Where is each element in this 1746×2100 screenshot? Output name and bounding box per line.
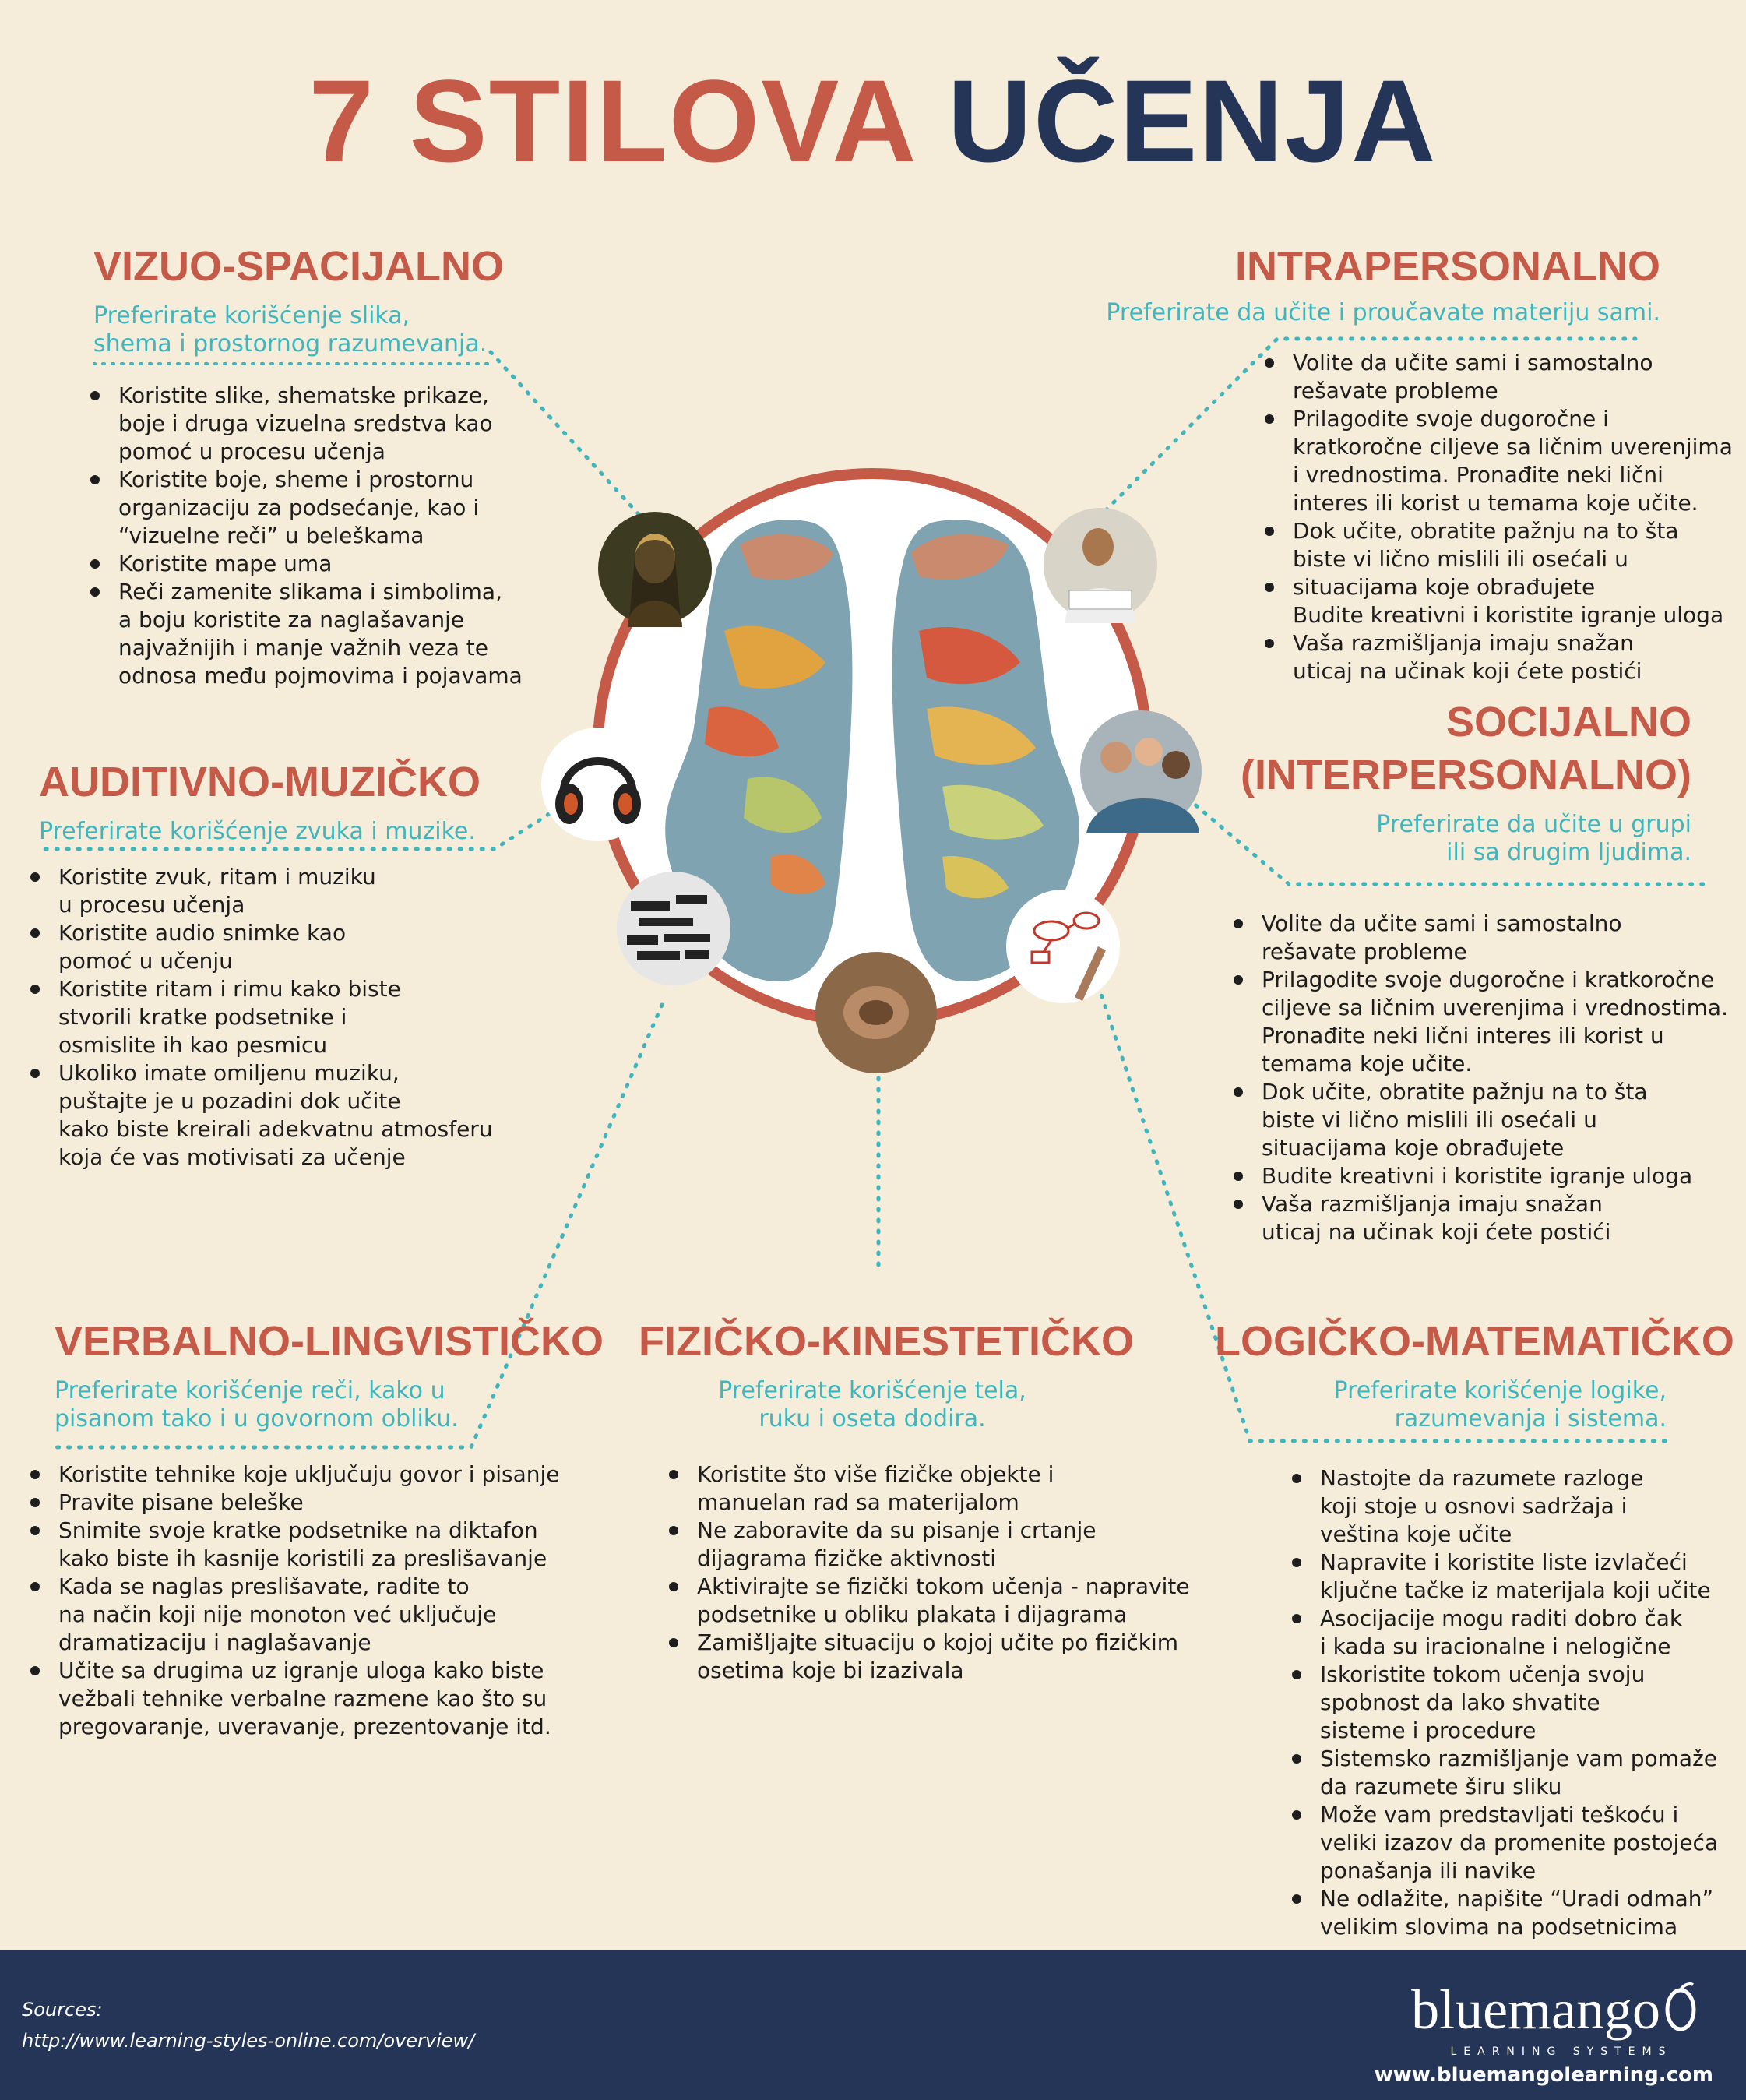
mango-icon — [1665, 1982, 1696, 2031]
reading-man-photo — [1044, 508, 1157, 623]
section-logicko: LOGIČKO-MATEMATIČKO Preferirate korišćen… — [1215, 1316, 1734, 1433]
vizuo-list: Koristite slike, shematske prikaze,boje … — [87, 382, 523, 690]
list-item: Ne odlažite, napišite “Uradi odmah”velik… — [1289, 1885, 1741, 1941]
section-audit: AUDITIVNO-MUZIČKO Preferirate korišćenje… — [39, 757, 506, 846]
headphones-photo — [541, 728, 655, 841]
sources-link[interactable]: http://www.learning-styles-online.com/ov… — [22, 2030, 475, 2052]
list-item: Aktivirajte se fizički tokom učenja - na… — [666, 1573, 1211, 1629]
diagram-drawing-photo — [1006, 890, 1120, 1003]
section-social: SOCIJALNO (INTERPERSONALNO) Preferirate … — [1215, 696, 1691, 867]
list-item: Reči zamenite slikama i simbolima,a boju… — [87, 578, 523, 690]
fizicko-subtitle: Preferirate korišćenje tela, ruku i oset… — [718, 1377, 1026, 1432]
list-item: Koristite mape uma — [87, 550, 523, 578]
section-vizuo: VIZUO-SPACIJALNO Preferirate korišćenje … — [93, 241, 561, 366]
fizicko-title: FIZIČKO-KINESTETIČKO — [639, 1318, 1134, 1365]
brand-url-link[interactable]: www.bluemangolearning.com — [1374, 2063, 1713, 2087]
logicko-title: LOGIČKO-MATEMATIČKO — [1215, 1318, 1734, 1365]
hands-map-image — [665, 520, 1079, 981]
verbal-subtitle: Preferirate korišćenje reči, kako u pisa… — [55, 1377, 459, 1432]
social-title: SOCIJALNO (INTERPERSONALNO) — [1241, 699, 1691, 798]
verbal-list: Koristite tehnike koje uključuju govor i… — [27, 1460, 588, 1741]
intra-title: INTRAPERSONALNO — [1234, 243, 1660, 290]
title-part-2: UČENJA — [947, 55, 1438, 186]
connector-verbal — [52, 1002, 664, 1450]
social-subtitle: Preferirate da učite u grupi ili sa drug… — [1376, 811, 1691, 866]
audit-title: AUDITIVNO-MUZIČKO — [39, 759, 481, 805]
students-group-photo — [1080, 710, 1202, 833]
list-item: Prilagodite svoje dugoročne i kratkoročn… — [1230, 966, 1737, 1078]
list-item: Koristite slike, shematske prikaze,boje … — [87, 382, 523, 466]
section-intra: INTRAPERSONALNO Preferirate da učite i p… — [1106, 241, 1660, 327]
newspaper-words-photo — [617, 872, 730, 985]
vizuo-title: VIZUO-SPACIJALNO — [93, 243, 505, 290]
page-title: 7 STILOVA UČENJA — [0, 55, 1746, 187]
list-item: Zamišljajte situaciju o kojoj učite po f… — [666, 1629, 1211, 1685]
connector-intra — [1096, 336, 1638, 520]
connector-social — [1185, 796, 1712, 886]
brand-logo: bluemango — [1371, 1978, 1698, 2041]
mona-lisa-photo — [598, 512, 712, 627]
audit-subtitle: Preferirate korišćenje zvuka i muzike. — [39, 818, 476, 845]
footer-bar — [0, 1950, 1746, 2100]
clay-hands-photo — [815, 952, 937, 1073]
vizuo-divider — [93, 362, 491, 365]
connector-audit — [37, 812, 551, 851]
sources-label: Sources: — [22, 1999, 103, 2021]
list-item: Učite sa drugima uz igranje uloga kako b… — [27, 1657, 588, 1741]
brand-name: bluemango — [1411, 1978, 1660, 2041]
list-item: Budite kreativni i koristite igranje ulo… — [1230, 1162, 1737, 1190]
list-item: Koristite tehnike koje uključuju govor i… — [27, 1460, 588, 1489]
section-fizicko: FIZIČKO-KINESTETIČKO Preferirate korišće… — [639, 1316, 1134, 1433]
connector-vizuo — [488, 350, 657, 534]
list-item: Snimite svoje kratke podsetnike na dikta… — [27, 1517, 588, 1573]
list-item: Ukoliko imate omiljenu muziku,puštajte j… — [27, 1059, 510, 1172]
connector-logicko — [1096, 983, 1677, 1443]
intra-subtitle: Preferirate da učite i proučavate materi… — [1106, 299, 1660, 326]
vizuo-subtitle: Preferirate korišćenje slika, shema i pr… — [93, 302, 488, 358]
verbal-title: VERBALNO-LINGVISTIČKO — [55, 1318, 604, 1365]
brand-tagline: LEARNING SYSTEMS — [1450, 2045, 1673, 2058]
list-item: Pravite pisane beleške — [27, 1489, 588, 1517]
title-part-1: 7 STILOVA — [308, 55, 913, 186]
logicko-subtitle: Preferirate korišćenje logike, razumevan… — [1333, 1377, 1667, 1432]
section-verbal: VERBALNO-LINGVISTIČKO Preferirate korišć… — [55, 1316, 604, 1433]
